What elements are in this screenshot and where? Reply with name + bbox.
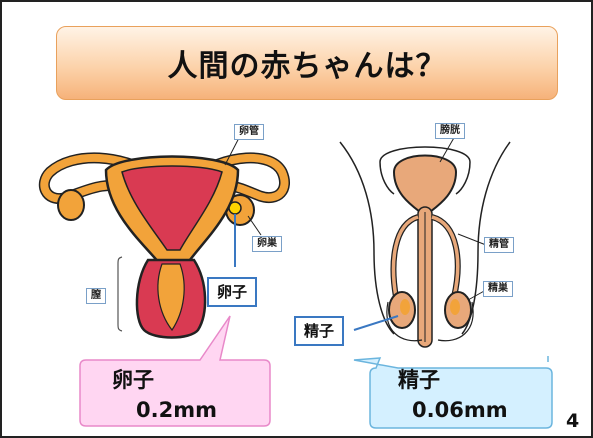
- label-vas-deferens: 精管: [484, 237, 514, 253]
- egg-callout-name: 卵子: [112, 366, 154, 394]
- label-ovary: 卵巣: [252, 236, 282, 252]
- page-number: 4: [566, 410, 579, 432]
- label-bladder: 膀胱: [435, 123, 465, 139]
- sperm-size: 0.06mm: [412, 396, 508, 424]
- sperm-label: 精子: [294, 316, 344, 346]
- label-testis: 精巣: [483, 281, 513, 297]
- sperm-callout-name: 精子: [398, 366, 440, 394]
- label-vagina: 膣: [86, 288, 106, 304]
- label-oviduct: 卵管: [234, 124, 264, 140]
- egg-size: 0.2mm: [136, 396, 217, 424]
- egg-label: 卵子: [207, 277, 257, 307]
